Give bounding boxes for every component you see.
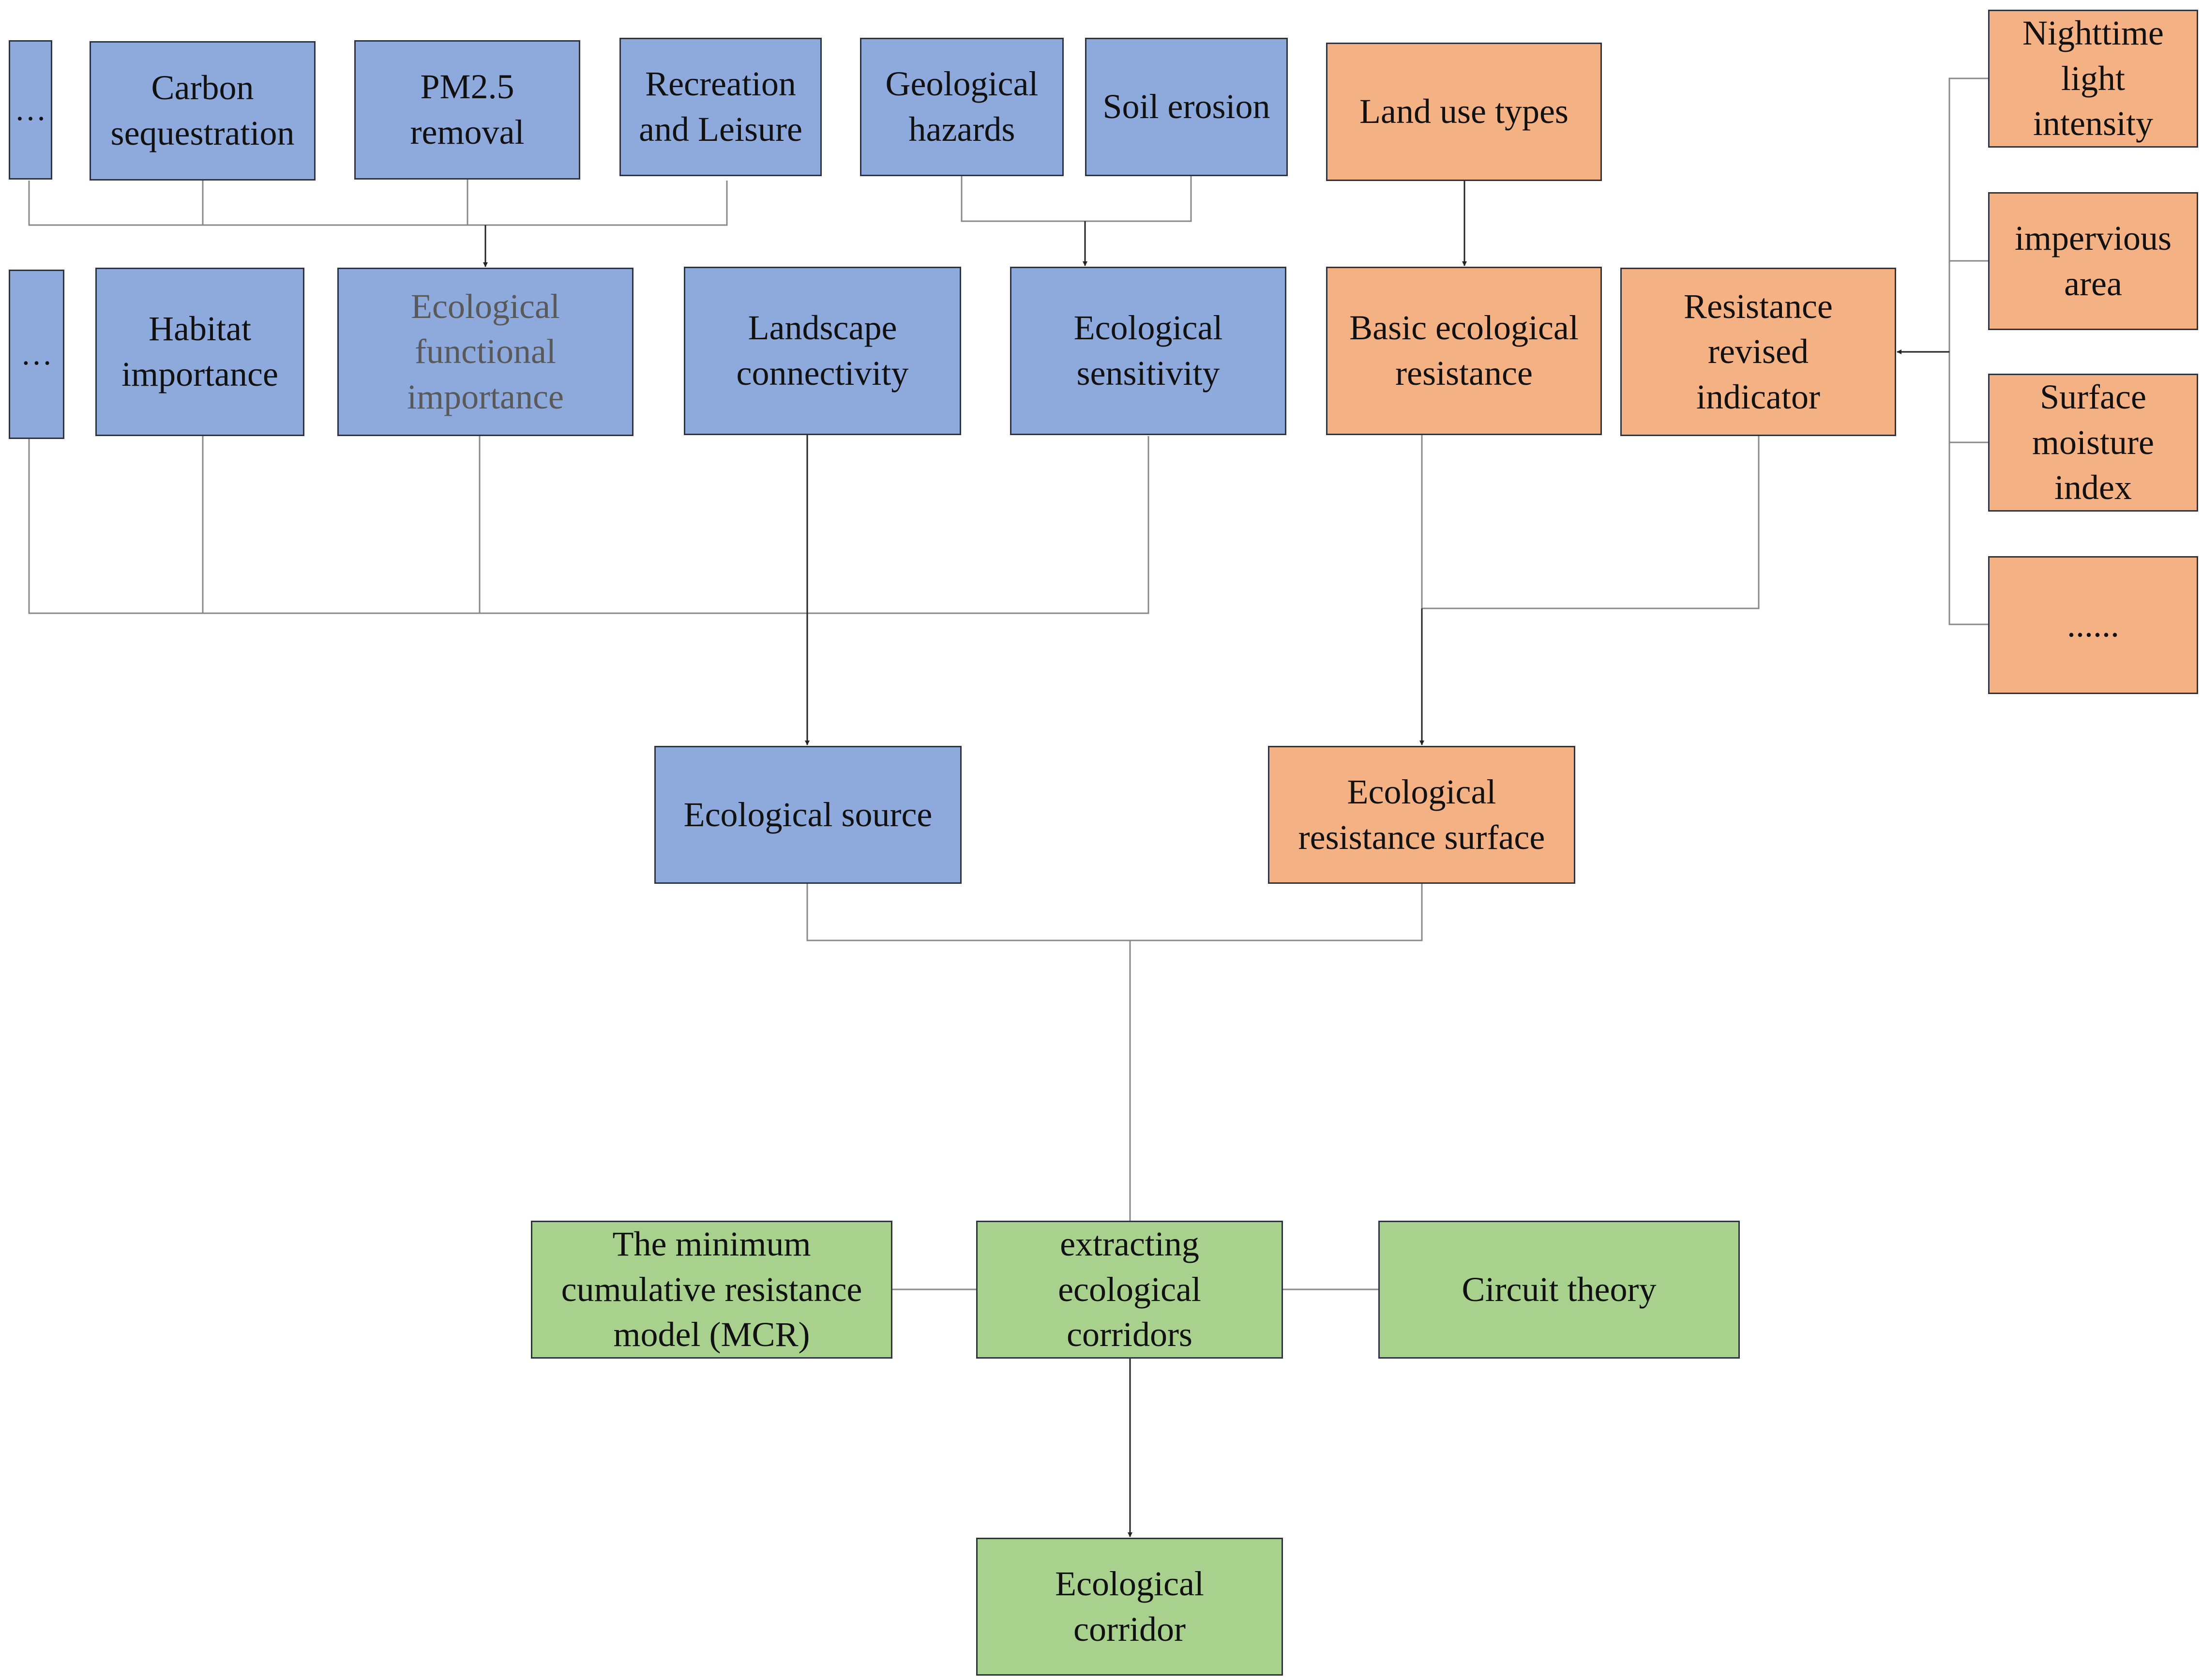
recreation-leisure-label: Recreation and Leisure [639, 64, 802, 149]
more-criteria-box: … [9, 270, 64, 439]
more-indicators-box: ...... [1988, 556, 2198, 694]
landscape-connectivity-box: Landscape connectivity [684, 267, 961, 435]
pm25-removal-label: PM2.5 removal [410, 67, 525, 151]
soil-erosion-box: Soil erosion [1085, 38, 1288, 176]
soil-erosion-label: Soil erosion [1102, 87, 1270, 126]
more-indicators-label: ...... [2067, 605, 2119, 644]
nighttime-light-label: Nighttime light intensity [2022, 14, 2164, 143]
connector-criteria-bracket [28, 436, 1149, 614]
impervious-area-box: impervious area [1988, 192, 2198, 330]
mcr-model-box: The minimum cumulative resistance model … [531, 1221, 892, 1359]
ecological-sensitivity-label: Ecological sensitivity [1073, 308, 1223, 393]
extracting-corridors-box: extracting ecological corridors [976, 1221, 1283, 1359]
carbon-sequestration-label: Carbon sequestration [110, 68, 295, 152]
more-services-label: … [15, 92, 46, 128]
circuit-theory-label: Circuit theory [1462, 1270, 1657, 1309]
basic-ecological-resistance-label: Basic ecological resistance [1349, 308, 1579, 393]
habitat-importance-box: Habitat importance [95, 268, 304, 436]
geological-hazards-label: Geological hazards [885, 64, 1039, 149]
geological-hazards-box: Geological hazards [860, 38, 1064, 176]
more-services-box: … [9, 40, 52, 180]
ecological-sensitivity-box: Ecological sensitivity [1010, 267, 1286, 435]
land-use-types-box: Land use types [1326, 43, 1602, 181]
pm25-removal-box: PM2.5 removal [354, 40, 580, 180]
landscape-connectivity-label: Landscape connectivity [736, 308, 909, 393]
surface-moisture-label: Surface moisture index [2032, 378, 2154, 507]
impervious-area-label: impervious area [2015, 218, 2172, 303]
ecological-functional-importance-box: Ecological functional importance [337, 268, 633, 436]
connector-indicators-bracket [1948, 77, 1988, 625]
ecological-source-box: Ecological source [654, 746, 962, 884]
more-criteria-label: … [20, 336, 53, 372]
ecological-functional-importance-label: Ecological functional importance [407, 287, 564, 416]
connector-source-surface-bracket [806, 884, 1423, 941]
carbon-sequestration-box: Carbon sequestration [90, 41, 316, 181]
circuit-theory-box: Circuit theory [1378, 1221, 1740, 1359]
habitat-importance-label: Habitat importance [121, 309, 278, 394]
resistance-revised-indicator-box: Resistance revised indicator [1620, 268, 1896, 436]
nighttime-light-box: Nighttime light intensity [1988, 10, 2198, 148]
ecological-source-label: Ecological source [683, 795, 933, 834]
connector-resistance-bracket [1421, 435, 1760, 609]
land-use-types-label: Land use types [1359, 92, 1569, 131]
recreation-leisure-box: Recreation and Leisure [619, 38, 822, 176]
mcr-model-label: The minimum cumulative resistance model … [561, 1225, 862, 1354]
resistance-revised-indicator-label: Resistance revised indicator [1684, 287, 1833, 416]
basic-ecological-resistance-box: Basic ecological resistance [1326, 267, 1602, 435]
ecological-resistance-surface-label: Ecological resistance surface [1298, 772, 1545, 857]
ecological-corridor-box: Ecological corridor [976, 1538, 1283, 1676]
connector-services-bracket [28, 181, 728, 226]
extracting-corridors-label: extracting ecological corridors [1058, 1225, 1201, 1354]
connector-hazards-erosion-bracket [961, 176, 1192, 222]
ecological-corridor-label: Ecological corridor [1055, 1564, 1204, 1649]
surface-moisture-box: Surface moisture index [1988, 374, 2198, 512]
ecological-resistance-surface-box: Ecological resistance surface [1268, 746, 1575, 884]
